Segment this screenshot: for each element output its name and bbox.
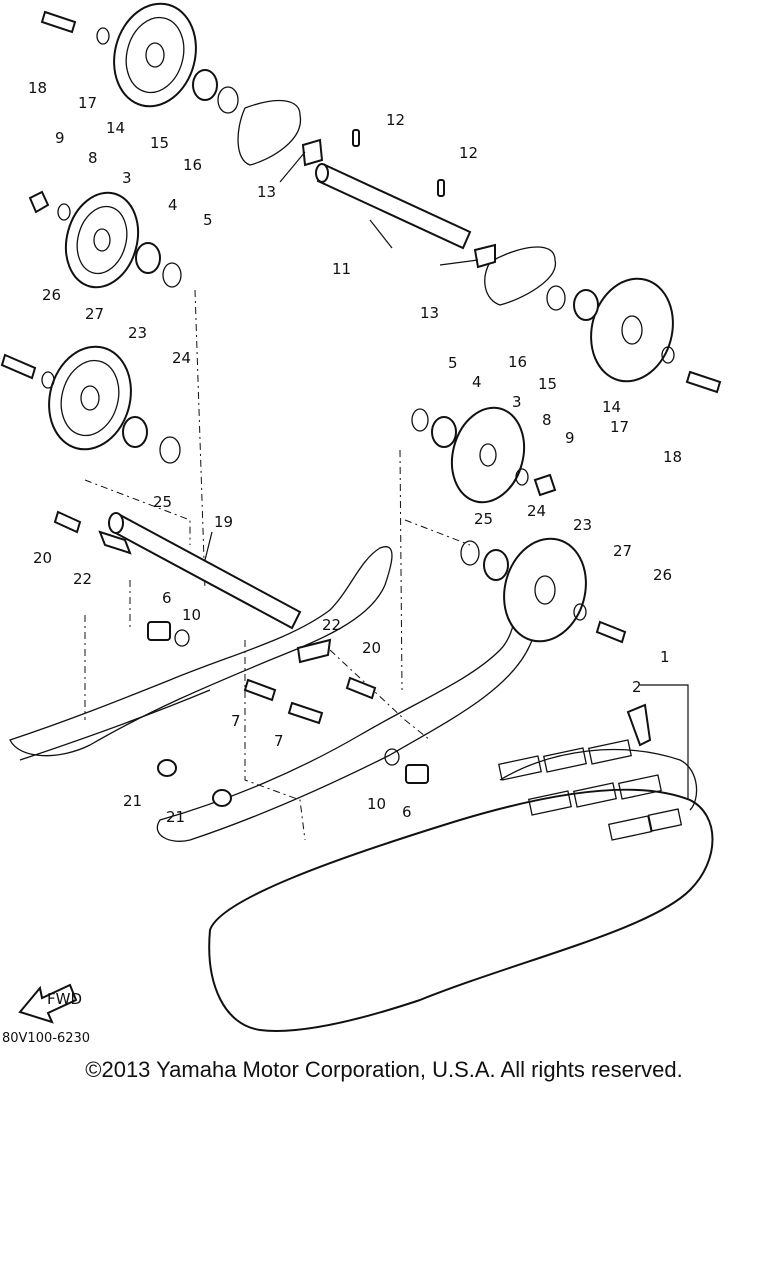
- shaft-11: [315, 163, 472, 250]
- callout: 7: [274, 732, 284, 750]
- callout: 2: [632, 678, 642, 696]
- wheel-14-top: [113, 2, 197, 108]
- callout: 25: [153, 493, 172, 511]
- callout: 10: [367, 795, 386, 813]
- callout: 4: [472, 373, 482, 391]
- callout: 22: [322, 616, 341, 634]
- callout: 21: [123, 792, 142, 810]
- callout: 3: [122, 169, 132, 187]
- callout: 27: [613, 542, 632, 560]
- callout: 26: [653, 566, 672, 584]
- callout: 8: [542, 411, 552, 429]
- callout: 5: [448, 354, 458, 372]
- callout: 13: [257, 183, 276, 201]
- callout: 12: [459, 144, 478, 162]
- parts-diagram: FWD 1 2 3 3 4 4 5 5 6 6 7 7 8 8 9 9 10 1…: [0, 2, 722, 1032]
- diagram-code: 80V100-6230: [2, 1031, 91, 1046]
- wheel-14-right: [590, 277, 674, 383]
- fwd-arrow-icon: FWD: [18, 983, 82, 1024]
- callout: 22: [73, 570, 92, 588]
- callout: 7: [231, 712, 241, 730]
- callout: 14: [602, 398, 621, 416]
- callout: 18: [663, 448, 682, 466]
- callout: 19: [214, 513, 233, 531]
- wheel-23-right: [503, 537, 587, 643]
- callout: 5: [203, 211, 213, 229]
- callout: 8: [88, 149, 98, 167]
- callout: 20: [33, 549, 52, 567]
- callout: 1: [660, 648, 670, 666]
- wheel-3-left: [64, 191, 140, 289]
- callout: 13: [420, 304, 439, 322]
- leader-lines: [204, 151, 689, 800]
- callout: 20: [362, 639, 381, 657]
- callout: 12: [386, 111, 405, 129]
- wheel-3-right: [450, 406, 526, 504]
- small-parts: [0, 10, 722, 807]
- callout: 14: [106, 119, 125, 137]
- callout: 21: [166, 808, 185, 826]
- slide-rails: [9, 99, 556, 842]
- callout: 16: [508, 353, 527, 371]
- fwd-label: FWD: [47, 990, 82, 1008]
- callout: 27: [85, 305, 104, 323]
- callout: 4: [168, 196, 178, 214]
- callout: 16: [183, 156, 202, 174]
- callout: 6: [162, 589, 172, 607]
- callout: 25: [474, 510, 493, 528]
- callout: 6: [402, 803, 412, 821]
- guide-lines: [84, 289, 471, 841]
- callout: 17: [78, 94, 97, 112]
- callout: 24: [527, 502, 546, 520]
- callout: 15: [150, 134, 169, 152]
- callout: 24: [172, 349, 191, 367]
- shaft-19: [108, 512, 302, 630]
- callouts: 1 2 3 3 4 4 5 5 6 6 7 7 8 8 9 9 10 10 11…: [28, 79, 682, 826]
- copyright-notice: ©2013 Yamaha Motor Corporation, U.S.A. A…: [85, 1057, 683, 1082]
- callout: 26: [42, 286, 61, 304]
- callout: 23: [128, 324, 147, 342]
- callout: 18: [28, 79, 47, 97]
- track-belt: [208, 739, 714, 1032]
- callout: 15: [538, 375, 557, 393]
- callout: 9: [55, 129, 65, 147]
- callout: 10: [182, 606, 201, 624]
- callout: 11: [332, 260, 351, 278]
- callout: 23: [573, 516, 592, 534]
- track-lugs: [498, 739, 683, 841]
- wheel-23-left: [48, 345, 132, 451]
- callout: 17: [610, 418, 629, 436]
- callout: 3: [512, 393, 522, 411]
- callout: 9: [565, 429, 575, 447]
